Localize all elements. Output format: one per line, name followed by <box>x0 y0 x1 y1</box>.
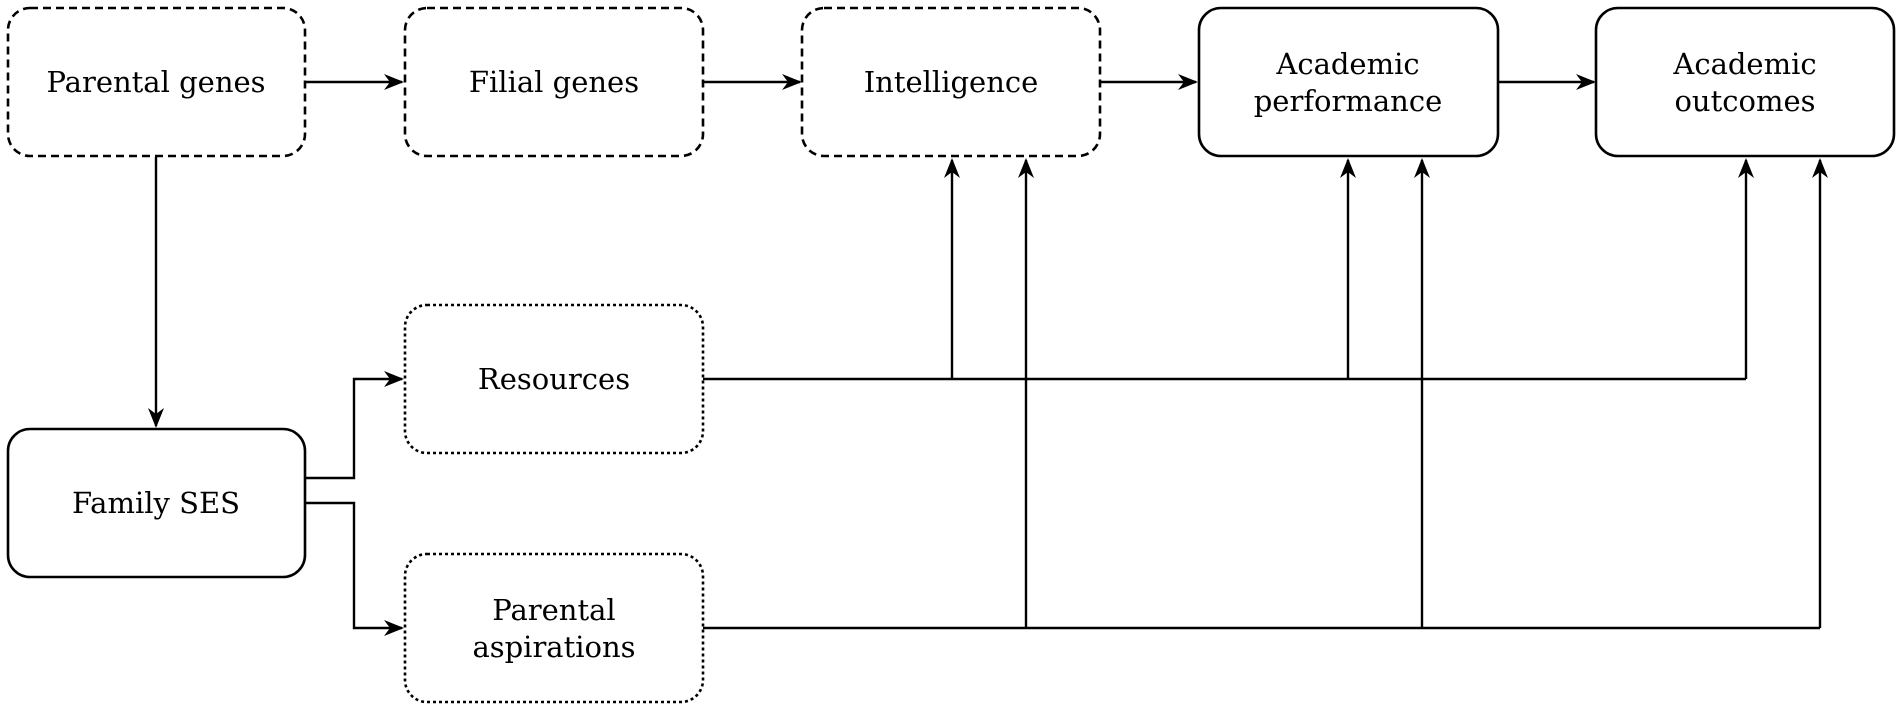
node-intelligence-label: Intelligence <box>864 65 1039 99</box>
node-parental-aspirations-label-line2: aspirations <box>472 630 635 664</box>
node-resources: Resources <box>403 303 705 455</box>
edge-family-ses-to-parental-aspirations <box>305 501 404 636</box>
node-academic-performance-label-line1: Academic <box>1275 47 1419 81</box>
node-filial-genes-label: Filial genes <box>469 65 639 99</box>
node-family-ses-box <box>6 427 307 579</box>
node-parental-aspirations-box <box>403 552 705 704</box>
edges <box>148 74 1828 636</box>
edge-family-ses-to-resources <box>305 371 404 480</box>
node-parental-aspirations-label-line1: Parental <box>492 593 615 627</box>
node-family-ses-label: Family SES <box>72 486 240 520</box>
node-filial-genes: Filial genes <box>403 6 705 158</box>
node-resources-box <box>403 303 705 455</box>
node-intelligence: Intelligence <box>800 6 1102 158</box>
node-parental-genes-label: Parental genes <box>46 65 265 99</box>
node-academic-outcomes-label-line2: outcomes <box>1674 84 1815 118</box>
node-academic-performance: Academic performance <box>1197 6 1500 158</box>
node-academic-outcomes-label-line1: Academic <box>1672 47 1816 81</box>
node-academic-outcomes-box <box>1594 6 1896 158</box>
node-parental-genes-box <box>6 6 307 158</box>
node-family-ses: Family SES <box>6 427 307 579</box>
node-academic-outcomes: Academic outcomes <box>1594 6 1896 158</box>
node-resources-label: Resources <box>478 362 630 396</box>
node-filial-genes-box <box>403 6 705 158</box>
node-academic-performance-box <box>1197 6 1500 158</box>
node-academic-performance-label-line2: performance <box>1254 84 1443 118</box>
node-parental-genes: Parental genes <box>6 6 307 158</box>
node-intelligence-box <box>800 6 1102 158</box>
node-parental-aspirations: Parental aspirations <box>403 552 705 704</box>
